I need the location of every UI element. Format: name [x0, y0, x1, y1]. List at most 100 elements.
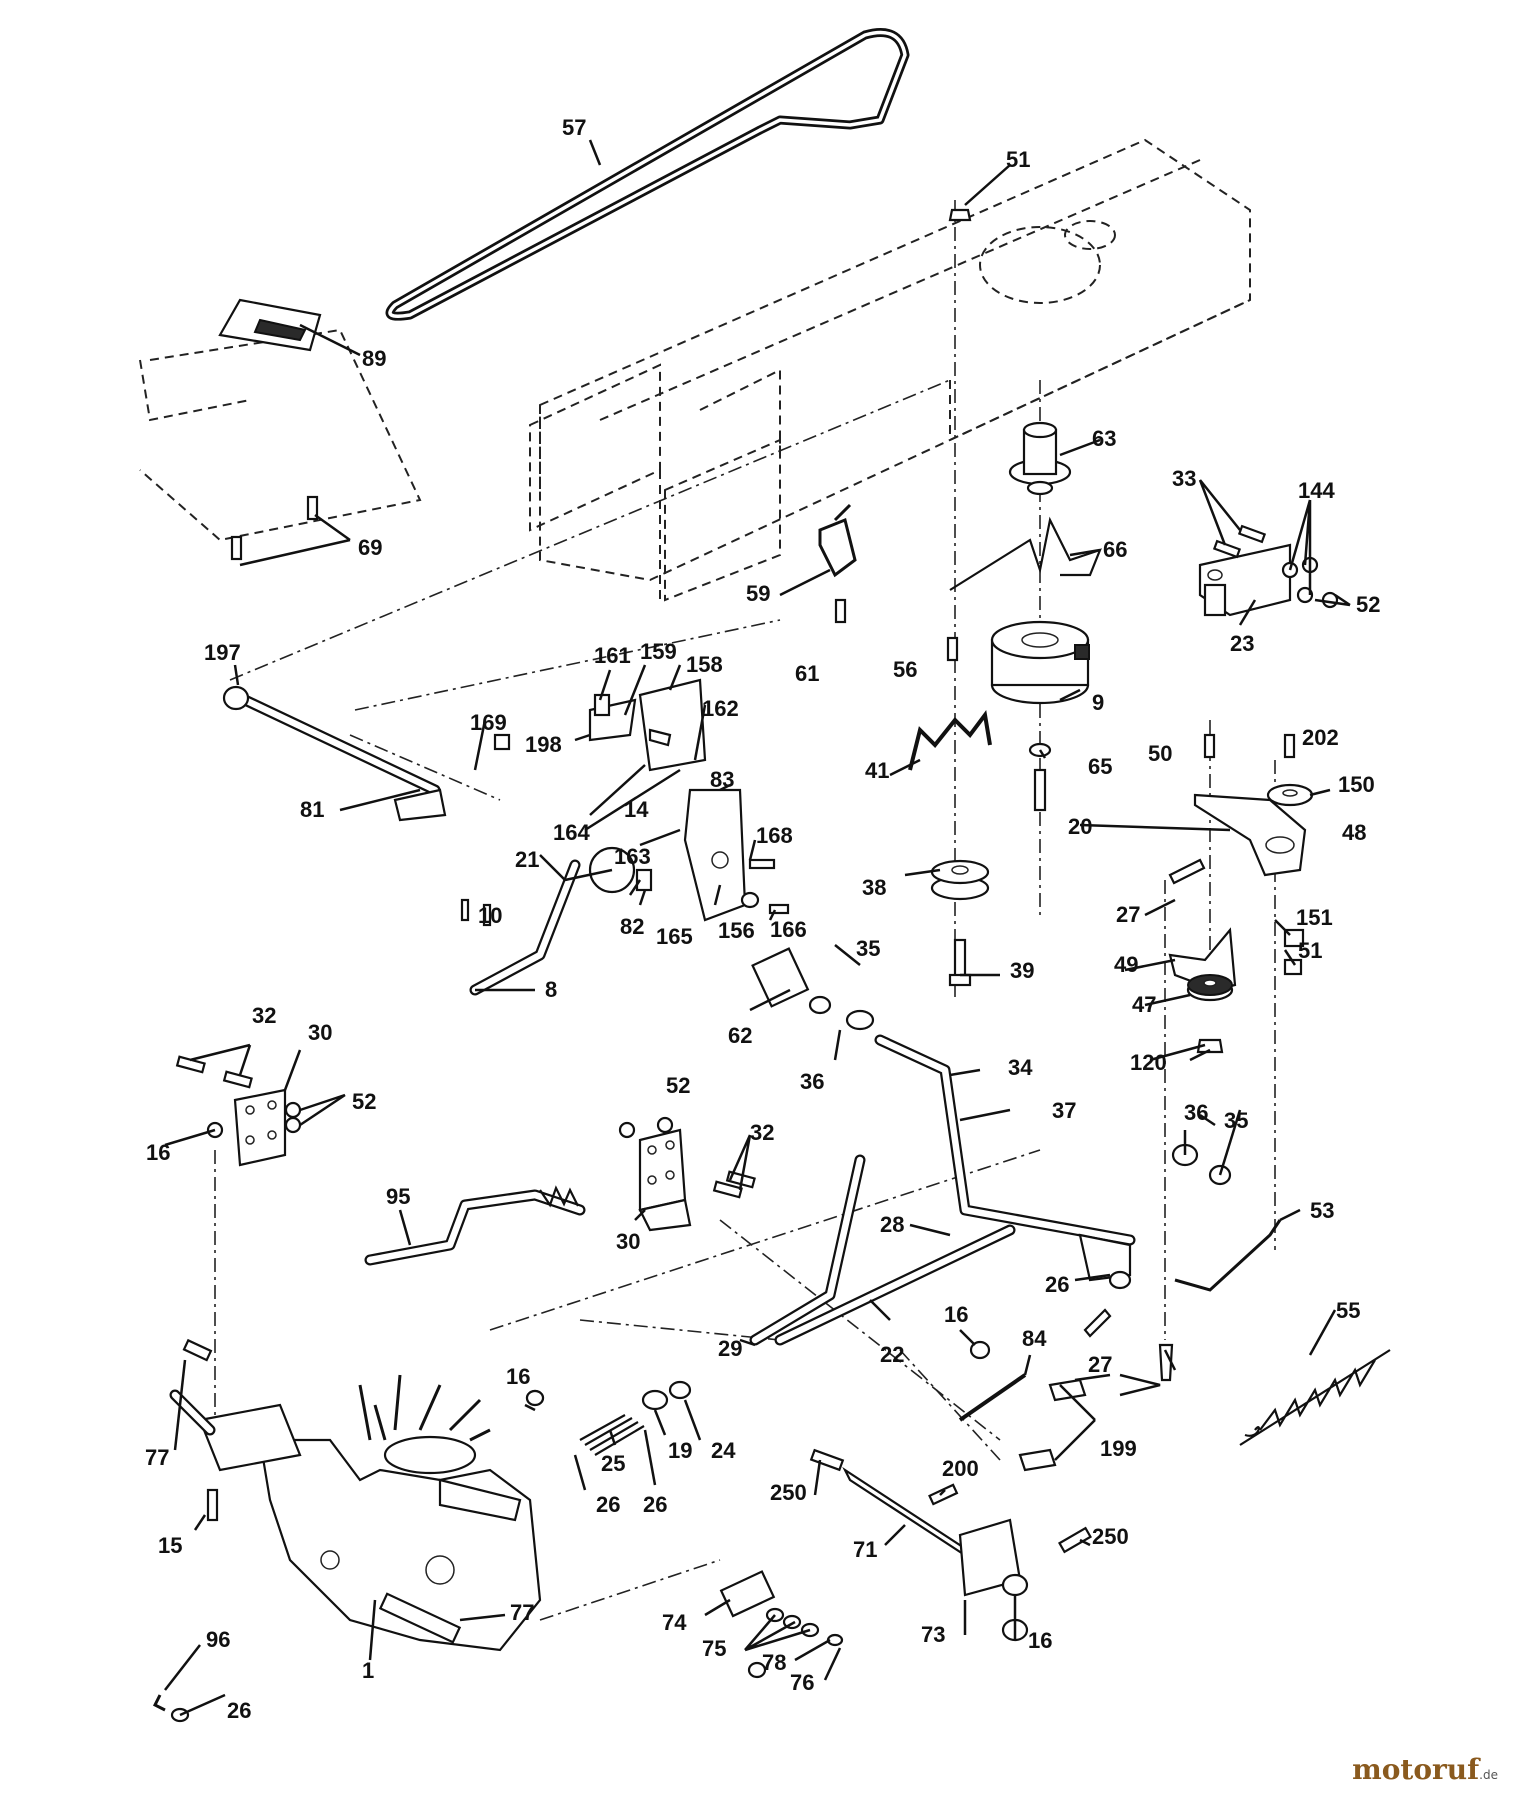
- engine-pulley: [1008, 421, 1072, 496]
- callout-95: 95: [386, 1184, 410, 1209]
- callout-16: 16: [506, 1364, 530, 1389]
- callout-29: 29: [718, 1336, 742, 1361]
- callout-10: 10: [478, 903, 502, 928]
- callout-57: 57: [562, 115, 586, 140]
- callout-78: 78: [762, 1650, 786, 1675]
- callout-56: 56: [893, 657, 917, 682]
- brake-rod-71: [842, 1466, 1029, 1642]
- callout-49: 49: [1114, 952, 1138, 977]
- callout-66: 66: [1103, 537, 1127, 562]
- callout-52: 52: [1356, 592, 1380, 617]
- callout-162: 162: [702, 696, 739, 721]
- callout-21: 21: [515, 847, 539, 872]
- watermark-tld: .de: [1479, 1768, 1498, 1782]
- lever-95: [364, 1185, 586, 1266]
- callout-197: 197: [204, 640, 241, 665]
- callout-38: 38: [862, 875, 886, 900]
- callout-82: 82: [620, 914, 644, 939]
- bracket-23: [1198, 543, 1292, 617]
- callout-37: 37: [1052, 1098, 1076, 1123]
- callout-26: 26: [596, 1492, 620, 1517]
- callout-36: 36: [1184, 1100, 1208, 1125]
- leader-lines: [164, 139, 1351, 1717]
- callout-199: 199: [1100, 1436, 1137, 1461]
- callout-26: 26: [1045, 1272, 1069, 1297]
- drive-belt: [385, 28, 910, 321]
- transaxle: [169, 1374, 542, 1652]
- callout-55: 55: [1336, 1298, 1360, 1323]
- watermark-logo: motoruf.de: [1352, 1753, 1498, 1786]
- callout-27: 27: [1088, 1352, 1112, 1377]
- callout-41: 41: [865, 758, 889, 783]
- callout-158: 158: [686, 652, 723, 677]
- callout-19: 19: [668, 1438, 692, 1463]
- callout-26: 26: [643, 1492, 667, 1517]
- callout-61: 61: [795, 661, 819, 686]
- callout-250: 250: [770, 1480, 807, 1505]
- idler-arm: [1193, 783, 1314, 877]
- idler-bracket: [1168, 927, 1237, 1054]
- bolts-250: [809, 1448, 1092, 1554]
- callout-81: 81: [300, 797, 324, 822]
- callout-168: 168: [756, 823, 793, 848]
- callout-15: 15: [158, 1533, 182, 1558]
- callout-39: 39: [1010, 958, 1034, 983]
- callout-65: 65: [1088, 754, 1112, 779]
- callout-22: 22: [880, 1342, 904, 1367]
- callout-51: 51: [1006, 147, 1030, 172]
- linkage-rod-53: [1174, 1219, 1282, 1292]
- idler-pulley: [930, 859, 990, 987]
- bracket-30-left: [233, 1088, 287, 1167]
- callout-202: 202: [1302, 725, 1339, 750]
- callout-165: 165: [656, 924, 693, 949]
- belt-guide: [818, 503, 857, 578]
- callout-76: 76: [790, 1670, 814, 1695]
- control-bracket: [588, 678, 747, 922]
- callout-156: 156: [718, 918, 755, 943]
- heat-shield: [218, 298, 322, 352]
- callout-32: 32: [252, 1003, 276, 1028]
- callout-62: 62: [728, 1023, 752, 1048]
- callout-50: 50: [1148, 741, 1172, 766]
- callout-250: 250: [1092, 1524, 1129, 1549]
- callout-51: 51: [1298, 938, 1322, 963]
- callout-8: 8: [545, 977, 557, 1002]
- shift-rod: [222, 685, 447, 822]
- callout-63: 63: [1092, 426, 1116, 451]
- electric-clutch: [990, 620, 1090, 705]
- callout-59: 59: [746, 581, 770, 606]
- callout-161: 161: [594, 643, 631, 668]
- callout-169: 169: [470, 710, 507, 735]
- callout-52: 52: [352, 1089, 376, 1114]
- callout-32: 32: [750, 1120, 774, 1145]
- brake-arm-84: [958, 1373, 1087, 1472]
- callout-83: 83: [710, 767, 734, 792]
- callout-77: 77: [510, 1600, 534, 1625]
- callout-16: 16: [944, 1302, 968, 1327]
- callout-166: 166: [770, 917, 807, 942]
- chassis-frame: [139, 138, 1251, 605]
- callout-150: 150: [1338, 772, 1375, 797]
- callout-75: 75: [702, 1636, 726, 1661]
- callout-53: 53: [1310, 1198, 1334, 1223]
- callout-164: 164: [553, 820, 590, 845]
- callout-71: 71: [853, 1537, 877, 1562]
- callout-84: 84: [1022, 1326, 1047, 1351]
- belt-guide-41: [908, 710, 992, 771]
- callout-28: 28: [880, 1212, 904, 1237]
- callout-labels: 57 51 89 63 33 144 69 66 52 59 23 197 61…: [145, 115, 1380, 1723]
- callout-16: 16: [146, 1140, 170, 1165]
- callout-36: 36: [800, 1069, 824, 1094]
- callout-33: 33: [1172, 466, 1196, 491]
- callout-23: 23: [1230, 631, 1254, 656]
- callout-163: 163: [614, 844, 651, 869]
- brake-rods: [749, 947, 1136, 1346]
- callout-34: 34: [1008, 1055, 1033, 1080]
- callout-144: 144: [1298, 478, 1335, 503]
- callout-52: 52: [666, 1073, 690, 1098]
- callout-73: 73: [921, 1622, 945, 1647]
- callout-24: 24: [711, 1438, 736, 1463]
- callout-198: 198: [525, 732, 562, 757]
- callout-200: 200: [942, 1456, 979, 1481]
